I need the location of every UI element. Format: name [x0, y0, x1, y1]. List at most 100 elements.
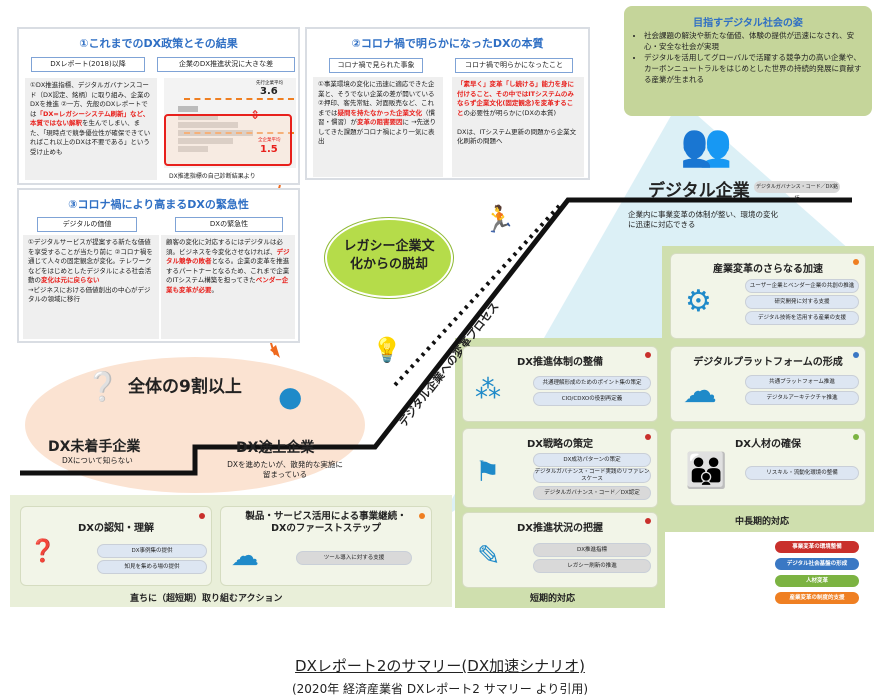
- document-edit-icon: ✎: [477, 539, 501, 572]
- action-pill: デジタル技術を活用する産業の支援: [745, 311, 859, 325]
- text: を生んでしまい、また、「現時点で競争優位性が確保できていればこれ以上のDXは不要…: [30, 119, 151, 156]
- category-dot: [645, 434, 651, 440]
- text: となる。企業の変革を推進するパートナーとなるため、これまで企業のITシステム構築…: [166, 257, 290, 284]
- gap-arrow-icon: ⇕: [250, 108, 261, 122]
- staircase-line: [20, 197, 852, 476]
- panel-text: ①デジタルサービスが提案する新たな価値を享受することが当たり前に ②コロナ禍を通…: [23, 235, 159, 339]
- mid-long-caption: 中長期的対応: [735, 517, 790, 527]
- avg-value: 1.5: [260, 144, 278, 155]
- panel-text: ①事業環境の変化に迅速に適応できた企業と、そうでない企業の差が開いている ②押印…: [313, 77, 443, 177]
- panel-title: ②コロナ禍で明らかになったDXの本質: [351, 37, 544, 50]
- sub-header: コロナ禍で明らかになったこと: [455, 58, 573, 73]
- stage1-label: DX未着手企業: [48, 439, 141, 455]
- running-person-icon: 🏃: [483, 205, 516, 235]
- text: 。: [211, 285, 219, 294]
- card-first-step: 製品・サービス活用による事業継続・DXのファーストステップ ☁ ツール導入に対す…: [220, 506, 432, 586]
- goal-title: 目指すデジタル社会の姿: [693, 18, 803, 29]
- majority-ellipse: [25, 357, 365, 493]
- arrow-head: [270, 345, 280, 358]
- text: ①デジタルサービスが提案する新たな価値を享受することが当たり前に ②コロナ禍を通…: [28, 238, 153, 284]
- category-dot: [645, 352, 651, 358]
- text: →ビジネスにおける価値創出の中心がデジタルの領域に移行: [28, 285, 151, 304]
- question-people-icon: ❓: [29, 539, 57, 564]
- legend-item: 事業変革の環境整備: [775, 541, 859, 553]
- card-title: DX推進状況の把握: [516, 523, 603, 534]
- action-pill: 研究開発に対する支援: [745, 295, 859, 309]
- category-dot: [853, 259, 859, 265]
- sub-header: デジタルの価値: [37, 217, 137, 232]
- digital-company-label: デジタル企業: [648, 181, 750, 201]
- panel-text: 「素早く」変革「し続ける」能力を身に付けること、その中ではITシステムのみならず…: [452, 77, 584, 177]
- highlight: 疑問を持たなかった企業文化: [337, 108, 423, 117]
- card-dx-structure: DX推進体制の整備 ⁂ 共通理解形成のためのポイント集の策定 CIO/CDXOの…: [462, 346, 658, 422]
- category-dot: [419, 513, 425, 519]
- sub-header: DXの緊急性: [175, 217, 283, 232]
- text: に →先送りしてきた課題がコロナ禍により一気に表出: [318, 118, 437, 145]
- highlight: ベンダー企業も変革が必要: [166, 276, 289, 294]
- highlight: デジタル競争の敗者: [166, 247, 290, 266]
- action-pill: DX成功パターンの策定: [533, 453, 651, 467]
- majority-label: 全体の9割以上: [128, 377, 242, 397]
- card-title: DX人材の確保: [734, 439, 801, 450]
- people-group-icon: 👪: [685, 451, 728, 491]
- panel-title: ③コロナ禍により高まるDXの緊急性: [68, 198, 249, 211]
- stage2-label: DX途上企業: [236, 440, 315, 456]
- sub-header: コロナ禍で見られた事象: [329, 58, 423, 73]
- highlight: 変革の阻害要因: [357, 118, 403, 126]
- top-label: 先行企業平均: [256, 81, 283, 86]
- panel-corona-essence: ②コロナ禍で明らかになったDXの本質 コロナ禍で見られた事象 コロナ禍で明らかに…: [305, 27, 590, 180]
- highlight: 「素早く」変革「し続ける」能力を身に付けること、その中ではITシステムのみならず…: [457, 80, 574, 117]
- card-title: 製品・サービス活用による事業継続・DXのファーストステップ: [245, 511, 407, 534]
- stage1-desc: DXについて知らない: [62, 456, 133, 465]
- action-pill: リスキル・流動化環境の整備: [745, 466, 859, 480]
- panel-urgency: ③コロナ禍により高まるDXの緊急性 デジタルの価値 DXの緊急性 ①デジタルサー…: [17, 188, 300, 343]
- action-pill: CIO/CDXOの役割再定義: [533, 392, 651, 406]
- legend-item: 人材変革: [775, 575, 859, 587]
- process-dots: [393, 203, 562, 387]
- highlight: 変化は元に戻らない: [41, 276, 100, 284]
- text: の必要性が明らかに(DXの本質): [463, 108, 557, 117]
- action-pill: 共通プラットフォーム推進: [745, 375, 859, 389]
- cloud-label: レガシー企業文化からの脱却: [343, 239, 435, 272]
- figure-source: (2020年 経済産業省 DXレポート2 サマリー より引用): [291, 682, 589, 696]
- stage2-desc: DXを進めたいが、散発的な実施に留まっている: [227, 460, 343, 479]
- handshake-people-icon: 👥: [680, 120, 733, 169]
- person-idea-icon: 💡: [372, 336, 402, 364]
- cloud-download-icon: ☁: [231, 539, 259, 572]
- card-title: DXの認知・理解: [77, 523, 154, 534]
- legend-item: デジタル社会基盤の形成: [775, 558, 859, 570]
- action-pill: レガシー刷新の推進: [533, 559, 651, 573]
- action-pill: 共通理解形成のためのポイント集の策定: [533, 376, 651, 390]
- text: ①DX推進指標、デジタルガバナンスコード（DX認定、銘柄）に取り組み、企業のDX…: [30, 81, 150, 118]
- person-icon: ●: [278, 380, 303, 413]
- text: DXは、ITシステム更新の問題から企業文化刷新の問題へ: [457, 127, 577, 146]
- action-pill: 知見を集める場の提供: [97, 560, 207, 574]
- immediate-caption: 直ちに（超短期）取り組むアクション: [130, 594, 283, 604]
- card-industry-acceleration: 産業変革のさらなる加速 ⚙ ユーザー企業とベンダー企業の共創の推進 研究開発に対…: [670, 253, 866, 339]
- goal-bullet: デジタルを活用してグローバルで活躍する競争力の高い企業や、カーボンニュートラルを…: [644, 52, 862, 85]
- text: ①事業環境の変化に迅速に適応できた企業と、そうでない企業の差が開いている ②押印…: [318, 80, 435, 117]
- action-pill: デジタルガバナンス・コード／DX認定: [533, 486, 651, 500]
- panel-past-policy: ①これまでのDX政策とその結果 DXレポート(2018)以降 企業のDX推進状況…: [17, 27, 300, 185]
- goal-box: 目指すデジタル社会の姿 社会課題の解決や新たな価値、体験の提供が迅速になされ、安…: [624, 6, 872, 116]
- goal-bullet: 社会課題の解決や新たな価値、体験の提供が迅速になされ、安心・安全な社会が実現: [644, 30, 862, 52]
- card-dx-awareness: DXの認知・理解 ❓ DX事例集の提供 知見を集める場の提供: [20, 506, 212, 586]
- category-dot: [645, 518, 651, 524]
- action-pill: ツール導入に対する支援: [296, 551, 412, 565]
- sub-header: 企業のDX推進状況に大きな差: [157, 57, 295, 72]
- chart-caption: DX推進指標の自己診断結果より: [169, 173, 256, 180]
- top-value: 3.6: [260, 86, 278, 97]
- avg-label: 全企業平均: [258, 138, 281, 143]
- goal-list: 社会課題の解決や新たな価値、体験の提供が迅速になされ、安心・安全な社会が実現 デ…: [644, 30, 862, 85]
- action-pill: ユーザー企業とベンダー企業の共創の推進: [745, 279, 859, 293]
- gear-people-icon: ⚙: [685, 284, 712, 319]
- card-title: DX戦略の策定: [526, 439, 593, 450]
- text: （慣習・慣習）が: [318, 108, 435, 127]
- panel-title: ①これまでのDX政策とその結果: [79, 37, 238, 50]
- action-pill: デジタルガバナンス・コード実践のリファレンスケース: [533, 468, 651, 483]
- category-dot: [199, 513, 205, 519]
- action-pill: デジタルアーキテクチャ推進: [745, 391, 859, 405]
- card-title: デジタルプラットフォームの形成: [693, 357, 843, 368]
- highlight: 「DX=レガシーシステム刷新」など、本質ではない解釈: [30, 109, 150, 128]
- card-title: DX推進体制の整備: [516, 357, 603, 368]
